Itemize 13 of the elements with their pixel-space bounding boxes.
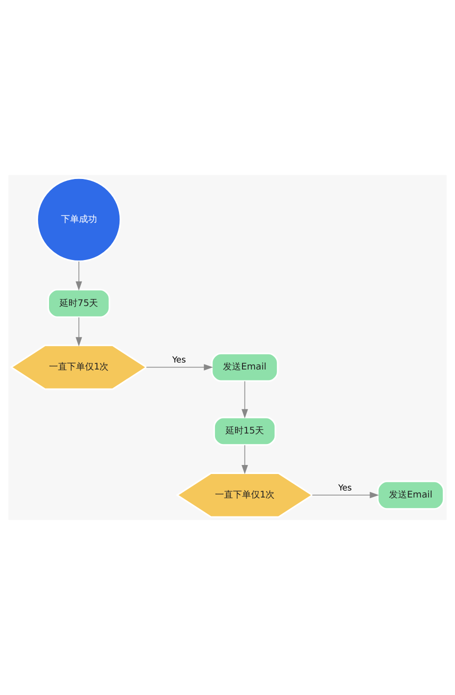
arrow (242, 380, 248, 418)
arrow (146, 364, 214, 370)
edge-label: Yes (172, 354, 186, 365)
node-box: 延时15天 (213, 416, 276, 446)
arrow (76, 261, 82, 291)
arrow (76, 316, 82, 346)
arrow (312, 492, 379, 498)
node-circle: 下单成功 (36, 177, 122, 262)
arrow (242, 444, 248, 474)
edge-label: Yes (338, 482, 352, 492)
node-box: 发送Email (211, 352, 278, 382)
node-box: 发送Email (377, 480, 444, 510)
node-box: 延时75天 (48, 288, 110, 318)
